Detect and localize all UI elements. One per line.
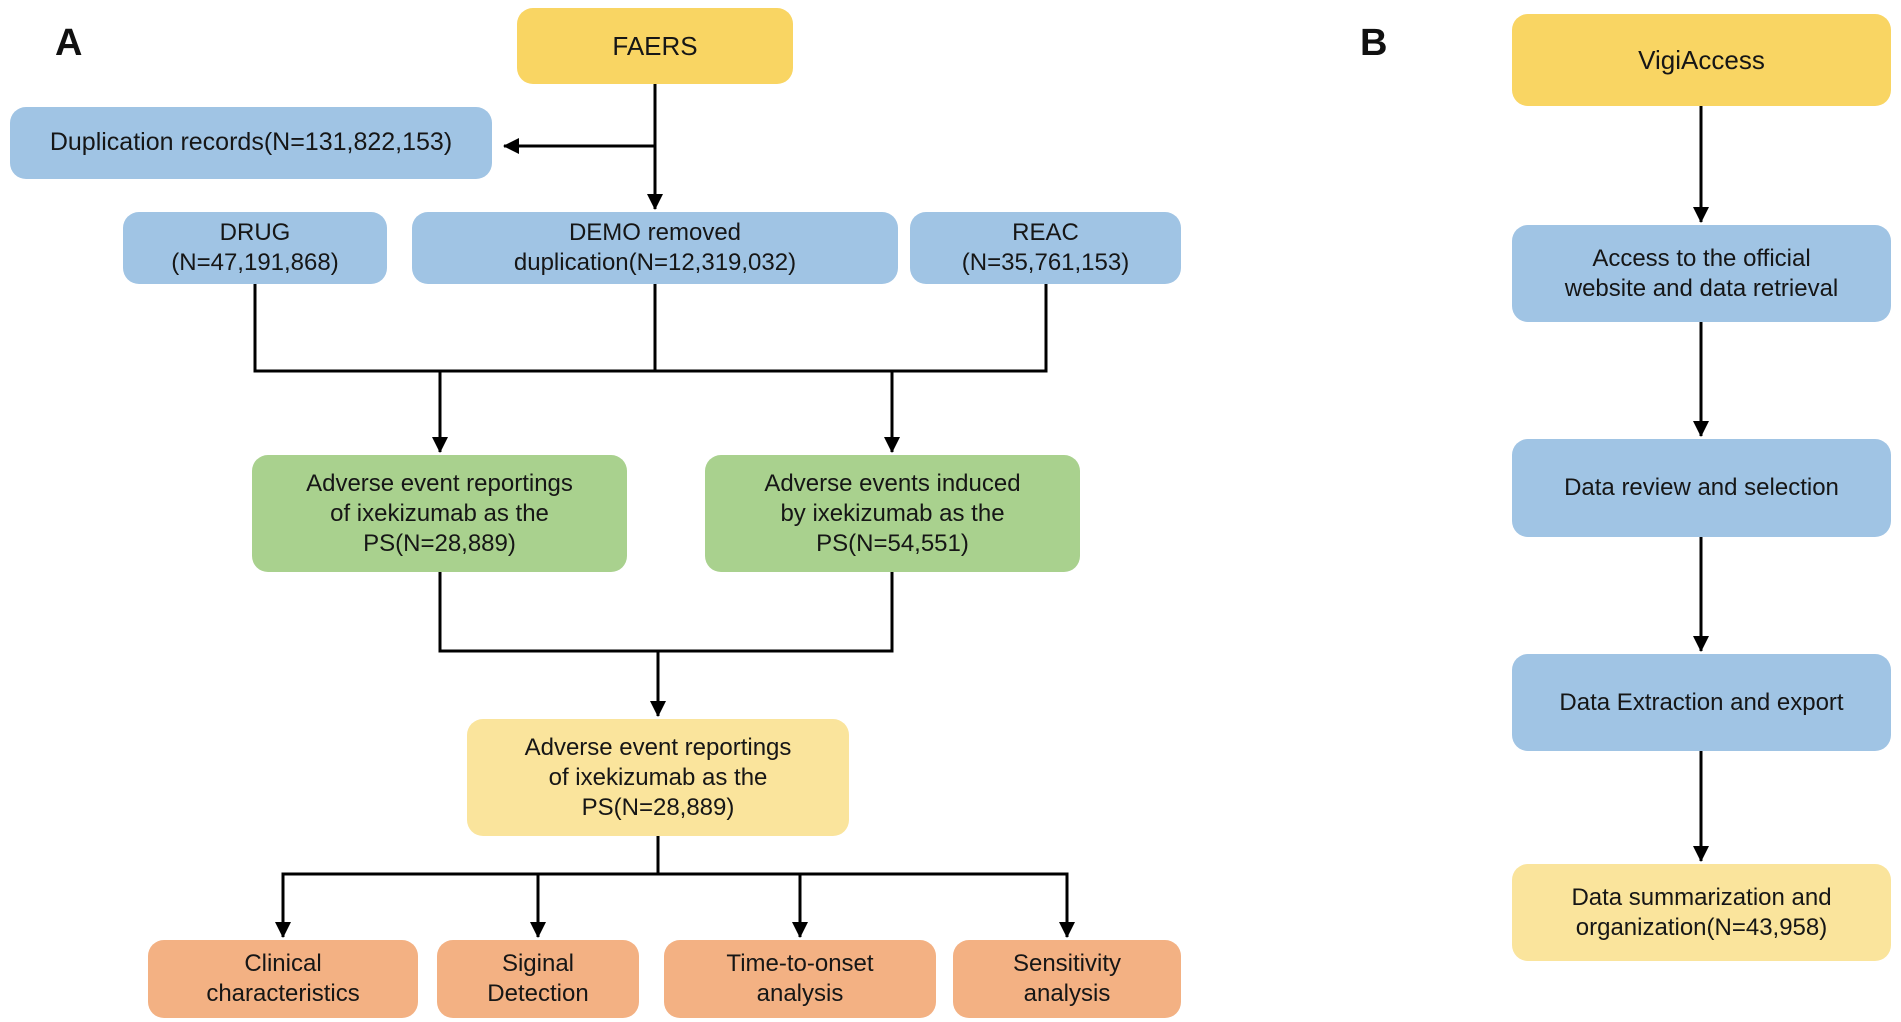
node-line: of ixekizumab as the — [548, 763, 768, 791]
node-line: Siginal — [501, 950, 575, 977]
node-reac: REAC (N=35,761,153) — [910, 212, 1181, 284]
node-line: REAC — [1012, 219, 1079, 246]
node-sensitivity-analysis: Sensitivity analysis — [953, 940, 1181, 1018]
node-data-extraction-export: Data Extraction and export — [1512, 654, 1891, 751]
node-line: DEMO removed — [568, 219, 742, 246]
node-adverse-event-reportings-final: Adverse event reportings of ixekizumab a… — [467, 719, 849, 836]
node-line: duplication(N=12,319,032) — [513, 249, 797, 276]
node-adverse-event-reportings-ps: Adverse event reportings of ixekizumab a… — [252, 455, 627, 572]
node-drug: DRUG (N=47,191,868) — [123, 212, 387, 284]
node-line: (N=35,761,153) — [961, 249, 1130, 276]
node-line: Data summarization and — [1571, 883, 1832, 911]
node-line: DRUG — [219, 219, 291, 246]
node-line: characteristics — [206, 980, 360, 1007]
node-line: Adverse events induced — [764, 469, 1021, 497]
node-clinical-characteristics: Clinical characteristics — [148, 940, 418, 1018]
node-line: PS(N=54,551) — [816, 529, 969, 557]
node-faers: FAERS — [517, 8, 793, 84]
node-time-to-onset-analysis: Time-to-onset analysis — [664, 940, 936, 1018]
node-line: Time-to-onset — [726, 950, 874, 977]
node-line: website and data retrieval — [1564, 274, 1839, 302]
node-demo: DEMO removed duplication(N=12,319,032) — [412, 212, 898, 284]
node-line: Clinical — [244, 950, 322, 977]
node-line: analysis — [1023, 980, 1111, 1007]
node-label: FAERS — [612, 30, 698, 61]
node-line: PS(N=28,889) — [581, 793, 735, 821]
node-signal-detection: Siginal Detection — [437, 940, 639, 1018]
node-duplication-records: Duplication records(N=131,822,153) — [10, 107, 492, 179]
node-label: Duplication records(N=131,822,153) — [49, 128, 453, 157]
node-label: Data review and selection — [1564, 474, 1839, 501]
panel-a-label: A — [55, 22, 84, 64]
node-line: analysis — [756, 980, 844, 1007]
node-line: Adverse event reportings — [306, 469, 573, 497]
panel-b-label: B — [1360, 22, 1389, 64]
node-line: Access to the official — [1592, 244, 1811, 272]
node-adverse-events-induced: Adverse events induced by ixekizumab as … — [705, 455, 1080, 572]
node-line: (N=47,191,868) — [171, 249, 339, 276]
node-line: organization(N=43,958) — [1575, 913, 1828, 941]
node-line: by ixekizumab as the — [780, 499, 1005, 527]
node-line: PS(N=28,889) — [363, 529, 516, 557]
node-line: Detection — [487, 980, 589, 1007]
node-line: Sensitivity — [1012, 950, 1122, 977]
node-label: VigiAccess — [1638, 44, 1765, 75]
node-line: Adverse event reportings — [524, 733, 792, 761]
node-vigiaccess: VigiAccess — [1512, 14, 1891, 106]
node-label: Data Extraction and export — [1559, 688, 1844, 716]
node-access-official-website: Access to the official website and data … — [1512, 225, 1891, 322]
node-line: of ixekizumab as the — [330, 499, 549, 527]
node-data-review-selection: Data review and selection — [1512, 439, 1891, 537]
node-data-summarization: Data summarization and organization(N=43… — [1512, 864, 1891, 961]
